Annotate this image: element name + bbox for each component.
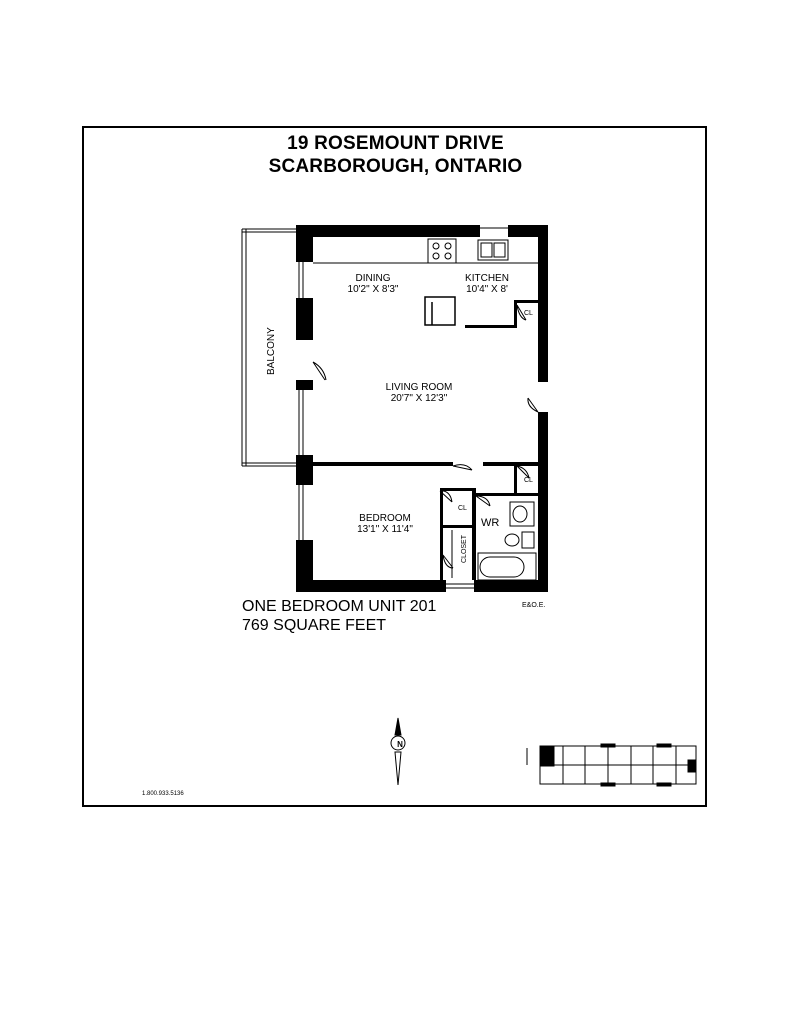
kitchen-fixtures [313,238,538,264]
bedroom-closet-label: CL [458,505,467,512]
living-room-label: LIVING ROOM 20'7" X 12'3" [374,382,464,404]
bedroom-name: BEDROOM [359,513,411,524]
living-room-name: LIVING ROOM [385,382,453,393]
unit-name: ONE BEDROOM UNIT 201 [242,598,437,615]
living-room-dims: 20'7" X 12'3" [390,393,448,404]
hall-closet-label: CL [524,477,533,484]
phone-number: 1.800.933.5136 [142,791,184,797]
exterior-walls [296,225,548,592]
closet-label: CLOSET [461,534,468,563]
fridge [424,296,456,326]
bedroom-label: BEDROOM 13'1" X 11'4" [350,513,420,535]
windows [298,227,508,589]
eoe-note: E&O.E. [522,602,546,609]
dining-name: DINING [355,273,391,284]
address-line-2: SCARBOROUGH, ONTARIO [268,156,523,177]
compass [390,717,406,786]
washroom-fixtures [477,501,537,581]
dining-dims: 10'2" X 8'3" [347,284,399,295]
bedroom-dims: 13'1" X 11'4" [357,524,413,535]
balcony-label: BALCONY [266,327,277,375]
washroom-label: WR [481,517,500,529]
doors [312,304,539,569]
kitchen-closet-label: CL [524,310,533,317]
dining-label: DINING 10'2" X 8'3" [343,273,403,295]
kitchen-label: KITCHEN 10'4" X 8' [455,273,519,295]
kitchen-name: KITCHEN [465,273,509,284]
unit-area: 769 SQUARE FEET [242,617,387,634]
kitchen-dims: 10'4" X 8' [466,284,508,295]
key-plan [526,743,697,787]
balcony [241,228,300,467]
address-line-1: 19 ROSEMOUNT DRIVE [287,133,504,154]
drawing-frame [82,126,707,807]
compass-letter: N [397,740,403,749]
interior-walls [313,300,538,580]
